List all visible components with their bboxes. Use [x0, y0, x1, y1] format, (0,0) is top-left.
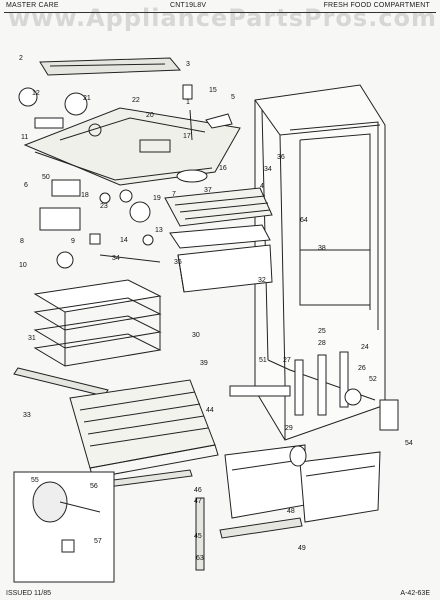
- part-callout-23: 23: [100, 203, 108, 210]
- header-brand: MASTER CARE: [6, 2, 59, 9]
- upper-shelf: [164, 187, 273, 293]
- part-callout-54: 54: [405, 440, 413, 447]
- part-callout-35: 35: [174, 259, 182, 266]
- thermostat-assembly: [18, 87, 233, 183]
- part-callout-19: 19: [153, 195, 161, 202]
- part-callout-31: 31: [28, 335, 36, 342]
- watermark: www.AppliancePartsPros.com: [8, 4, 438, 32]
- part-callout-6: 6: [24, 182, 28, 189]
- wire-shelves: [33, 254, 162, 367]
- control-housing: [23, 107, 241, 186]
- door-post: [195, 497, 205, 571]
- part-callout-27: 27: [283, 357, 291, 364]
- part-callout-34: 34: [112, 255, 120, 262]
- part-callout-20: 20: [146, 112, 154, 119]
- refrigerator-cabinet: [254, 84, 399, 441]
- part-callout-47: 47: [194, 498, 202, 505]
- part-callout-21: 21: [83, 95, 91, 102]
- top-trim-bar: [39, 57, 193, 100]
- part-callout-29: 29: [285, 425, 293, 432]
- roller-detail-inset: [13, 471, 115, 583]
- part-callout-33: 33: [23, 412, 31, 419]
- part-callout-49: 49: [298, 545, 306, 552]
- header-section: FRESH FOOD COMPARTMENT: [323, 2, 430, 9]
- header-rule: [4, 12, 436, 13]
- header-model: CNT19L8V: [170, 2, 207, 9]
- part-callout-17: 17: [183, 133, 191, 140]
- crisper-drawers: [219, 444, 381, 539]
- part-callout-46: 46: [194, 487, 202, 494]
- part-callout-22: 22: [132, 97, 140, 104]
- part-callout-57: 57: [94, 538, 102, 545]
- part-callout-18: 18: [81, 192, 89, 199]
- fan-light-parts: [39, 179, 154, 269]
- part-callout-28: 28: [318, 340, 326, 347]
- part-callout-8: 8: [20, 238, 24, 245]
- part-callout-25: 25: [318, 328, 326, 335]
- part-callout-12: 12: [32, 90, 40, 97]
- crisper-cover: [69, 379, 219, 489]
- part-callout-34: 34: [264, 166, 272, 173]
- part-callout-10: 10: [19, 262, 27, 269]
- part-callout-30: 30: [192, 332, 200, 339]
- part-callout-9: 9: [71, 238, 75, 245]
- footer-code: A-42-63E: [400, 590, 430, 597]
- shelf-supports: [229, 351, 362, 416]
- part-callout-16: 16: [219, 165, 227, 172]
- part-callout-7: 7: [172, 191, 176, 198]
- part-callout-63: 63: [196, 555, 204, 562]
- part-callout-52: 52: [369, 376, 377, 383]
- part-callout-2: 2: [19, 55, 23, 62]
- part-callout-44: 44: [206, 407, 214, 414]
- part-callout-56: 56: [90, 483, 98, 490]
- part-callout-45: 45: [194, 533, 202, 540]
- part-callout-26: 26: [358, 365, 366, 372]
- part-callout-4: 4: [260, 183, 264, 190]
- part-callout-55: 55: [31, 477, 39, 484]
- part-callout-48: 48: [287, 508, 295, 515]
- part-callout-50: 50: [42, 174, 50, 181]
- part-callout-1: 1: [186, 99, 190, 106]
- part-callout-5: 5: [231, 94, 235, 101]
- part-callout-39: 39: [200, 360, 208, 367]
- part-callout-38: 38: [318, 245, 326, 252]
- part-callout-36: 36: [277, 154, 285, 161]
- footer-issued: ISSUED 11/85: [6, 590, 52, 597]
- part-callout-11: 11: [21, 134, 28, 141]
- part-callout-64: 64: [300, 217, 308, 224]
- part-callout-32: 32: [258, 277, 266, 284]
- part-callout-51: 51: [259, 357, 267, 364]
- part-callout-13: 13: [155, 227, 163, 234]
- part-callout-15: 15: [209, 87, 217, 94]
- part-callout-24: 24: [361, 344, 369, 351]
- part-callout-3: 3: [186, 61, 190, 68]
- part-callout-14: 14: [120, 237, 128, 244]
- part-callout-37: 37: [204, 187, 212, 194]
